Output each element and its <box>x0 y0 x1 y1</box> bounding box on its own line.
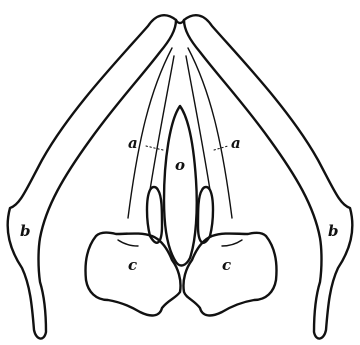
left-arytenoid-detail <box>118 240 138 246</box>
label-b-right: b <box>328 222 339 240</box>
label-a-left: a <box>128 134 138 152</box>
label-a-right: a <box>231 134 241 152</box>
right-arytenoid-detail <box>222 240 242 246</box>
outer-right-wing <box>184 15 352 338</box>
right-arytenoid-process <box>198 187 213 243</box>
label-o: o <box>175 156 185 174</box>
outer-left-wing <box>8 15 176 338</box>
right-vocal-fold-inner <box>186 56 210 190</box>
thyroid-notch <box>176 20 184 23</box>
label-c-left: c <box>128 256 137 274</box>
label-b-left: b <box>20 222 31 240</box>
leader-a-left <box>146 146 163 150</box>
glottis-opening <box>164 106 197 265</box>
label-c-right: c <box>222 256 231 274</box>
left-vocal-fold-inner <box>150 56 174 190</box>
